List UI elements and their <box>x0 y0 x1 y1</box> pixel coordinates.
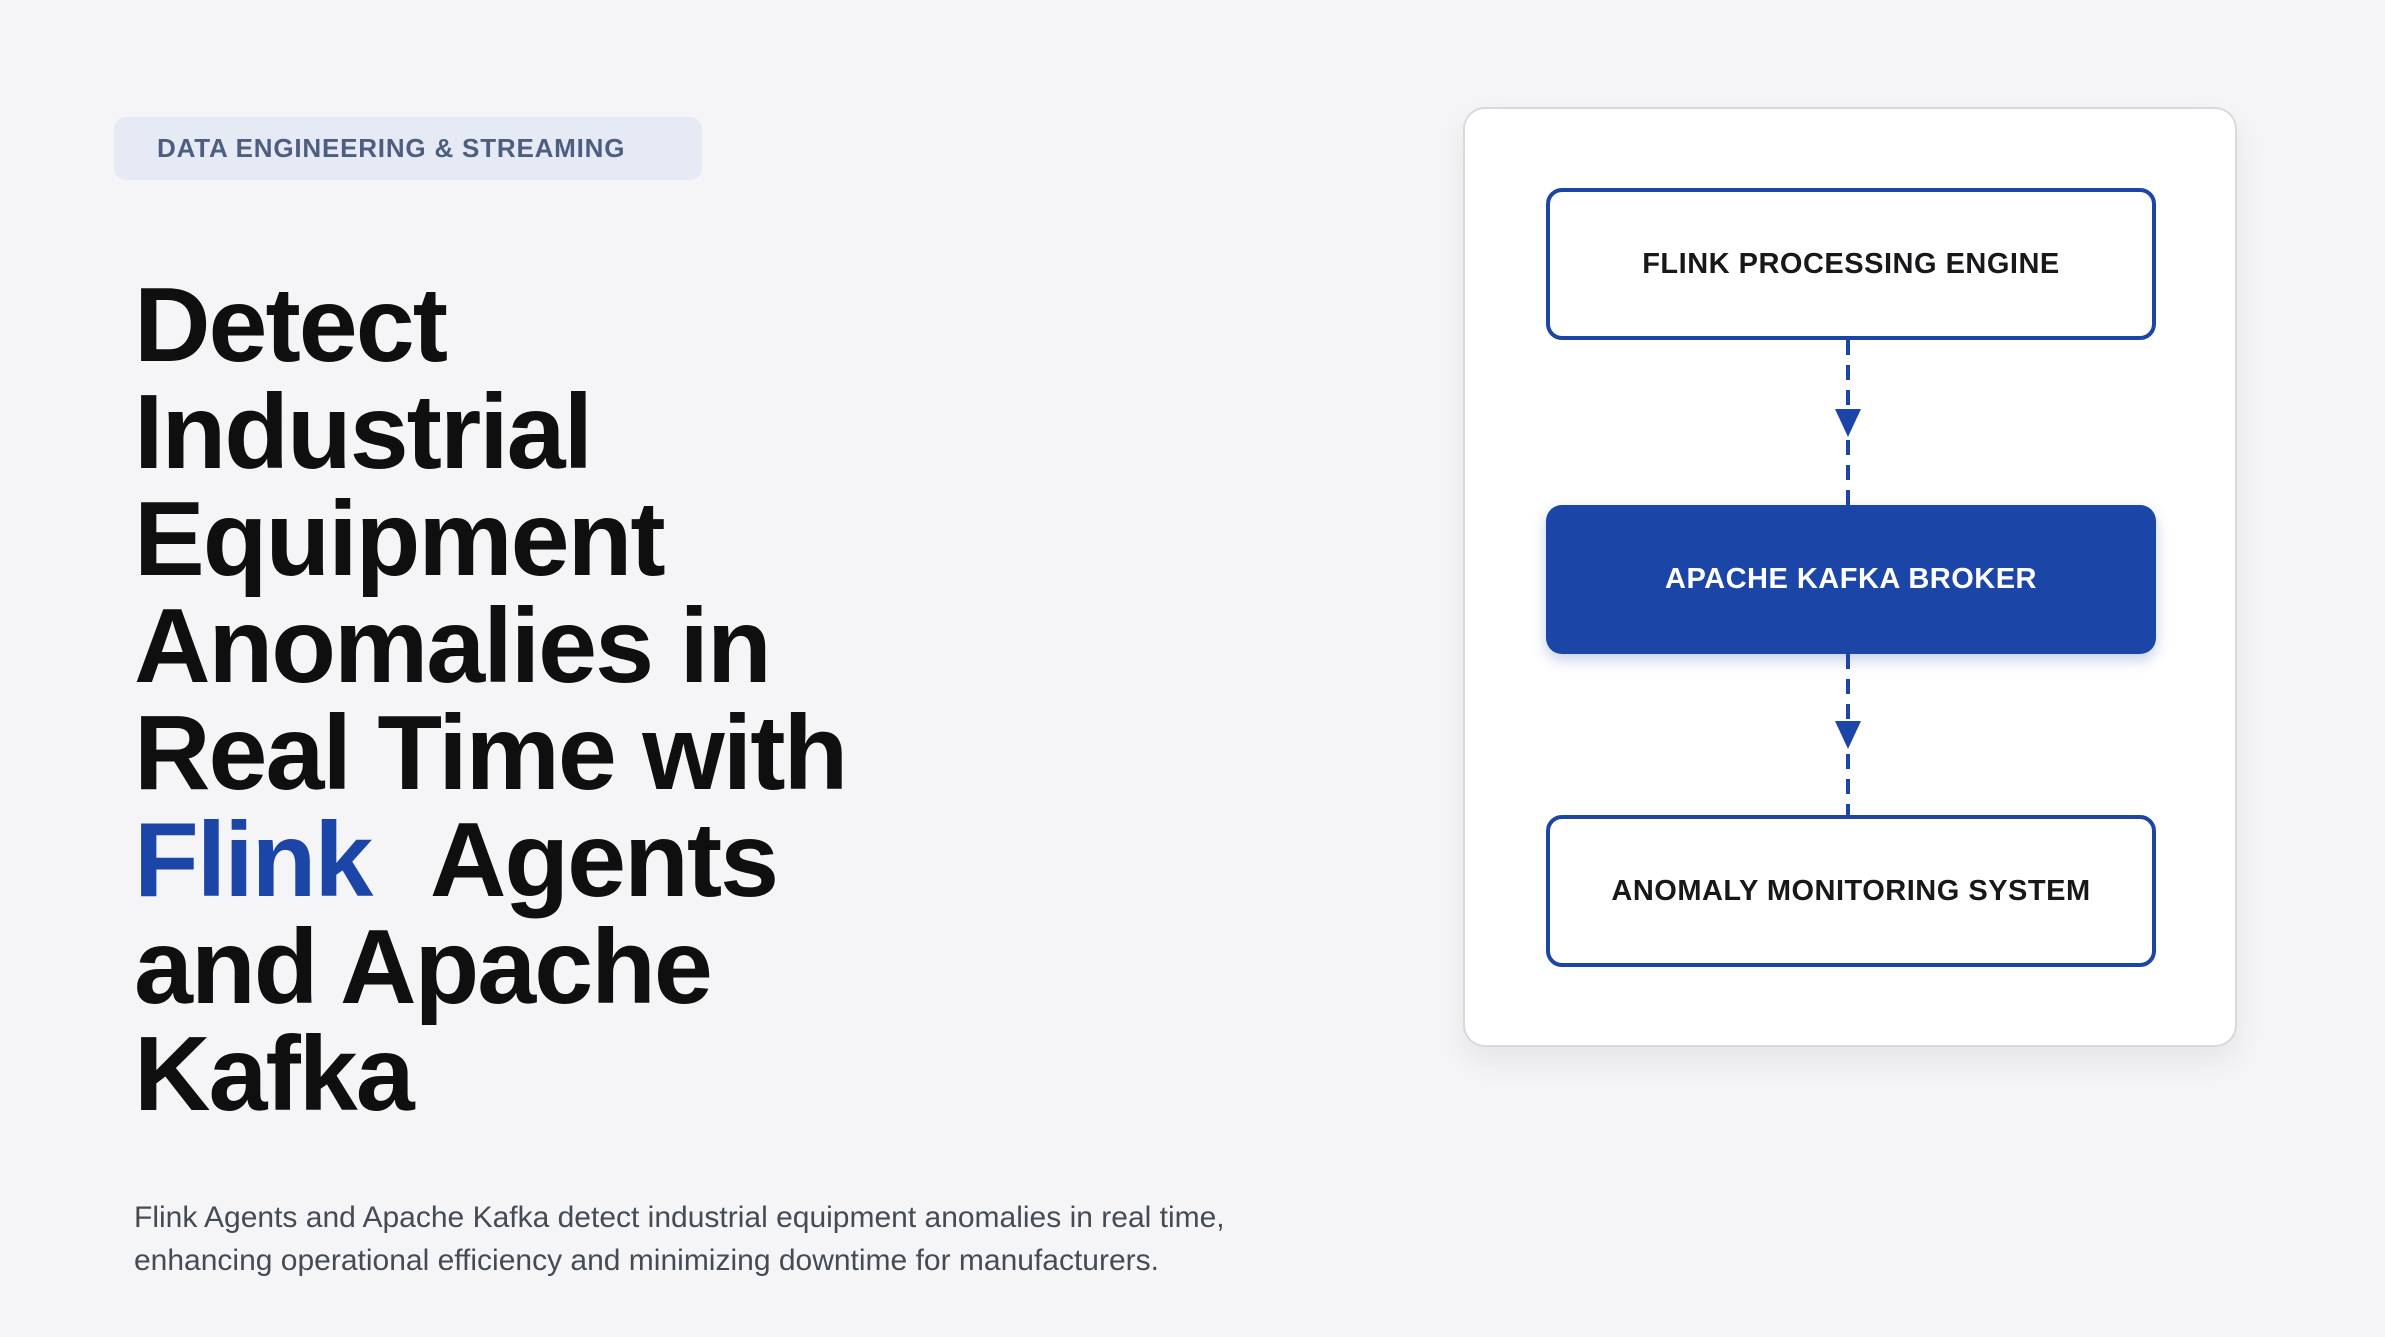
heading-line: and Apache <box>134 914 846 1021</box>
node-flink-processing-engine: FLINK PROCESSING ENGINE <box>1546 188 2156 340</box>
node-label: APACHE KAFKA BROKER <box>1665 563 2037 595</box>
heading-line: Kafka <box>134 1021 846 1128</box>
hero-description: Flink Agents and Apache Kafka detect ind… <box>134 1201 1225 1277</box>
heading-text: Industrial <box>134 373 593 491</box>
node-apache-kafka-broker: APACHE KAFKA BROKER <box>1546 505 2156 654</box>
heading-line: Flink Agents <box>134 807 846 914</box>
dashed-arrow-connector-2 <box>1835 654 1861 815</box>
heading-text: Equipment <box>134 480 666 598</box>
category-badge: DATA ENGINEERING & STREAMING <box>114 117 702 180</box>
heading-text: and Apache <box>134 908 713 1026</box>
dashed-arrow-connector-1 <box>1835 340 1861 505</box>
heading-text: Detect <box>134 266 448 384</box>
node-label: ANOMALY MONITORING SYSTEM <box>1611 874 2091 907</box>
arrow-down-icon <box>1835 408 1861 437</box>
heading-line: Industrial <box>134 379 846 486</box>
heading-highlight: Flink <box>134 801 373 919</box>
arrow-down-icon <box>1835 720 1861 749</box>
heading-text: Anomalies in <box>134 587 772 705</box>
node-anomaly-monitoring-system: ANOMALY MONITORING SYSTEM <box>1546 815 2156 967</box>
heading-line: Anomalies in <box>134 593 846 700</box>
heading-text: Agents <box>429 801 779 919</box>
heading-text: Real Time with <box>134 694 848 812</box>
diagram-card: FLINK PROCESSING ENGINE APACHE KAFKA BRO… <box>1463 107 2237 1047</box>
heading-line: Equipment <box>134 486 846 593</box>
heading-line: Detect <box>134 272 846 379</box>
heading-text: Kafka <box>134 1015 415 1133</box>
heading-line: Real Time with <box>134 700 848 807</box>
node-label: FLINK PROCESSING ENGINE <box>1642 247 2060 280</box>
category-badge-label: DATA ENGINEERING & STREAMING <box>157 133 626 163</box>
